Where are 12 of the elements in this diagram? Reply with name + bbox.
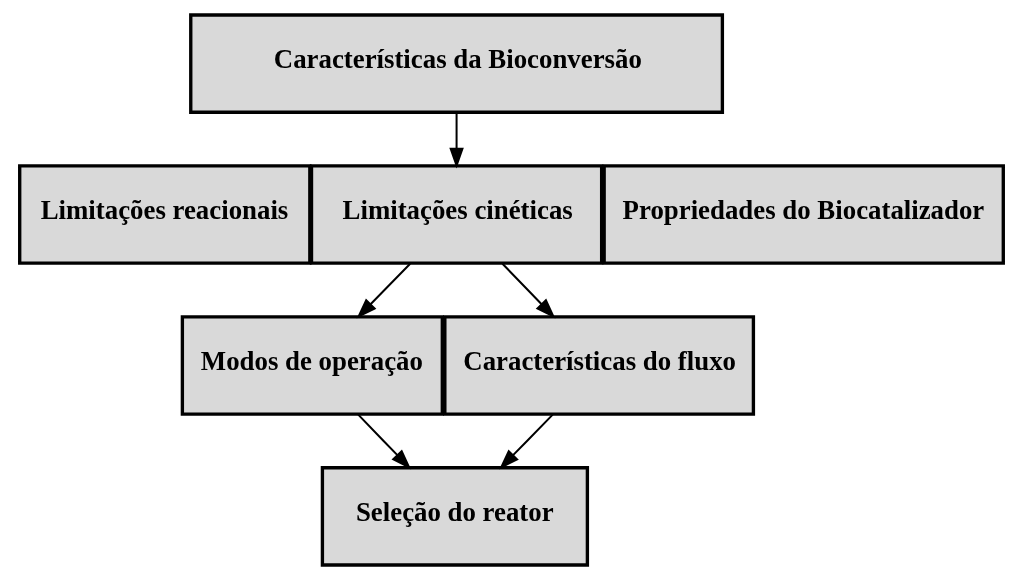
arrow (357, 413, 411, 470)
node-box: Limitações cinéticas (309, 164, 603, 265)
node-box: Propriedades do Biocatalizador (602, 164, 1005, 265)
node-box: Seleção do reator (320, 466, 589, 567)
arrow (356, 263, 411, 319)
arrow (501, 263, 555, 319)
arrow (498, 413, 553, 470)
node-box: Características da Bioconversão (188, 13, 724, 114)
node-box: Características do fluxo (442, 315, 755, 416)
node-box: Limitações reacionais (17, 164, 311, 265)
node-box: Modos de operação (180, 315, 444, 416)
arrow (448, 112, 464, 169)
